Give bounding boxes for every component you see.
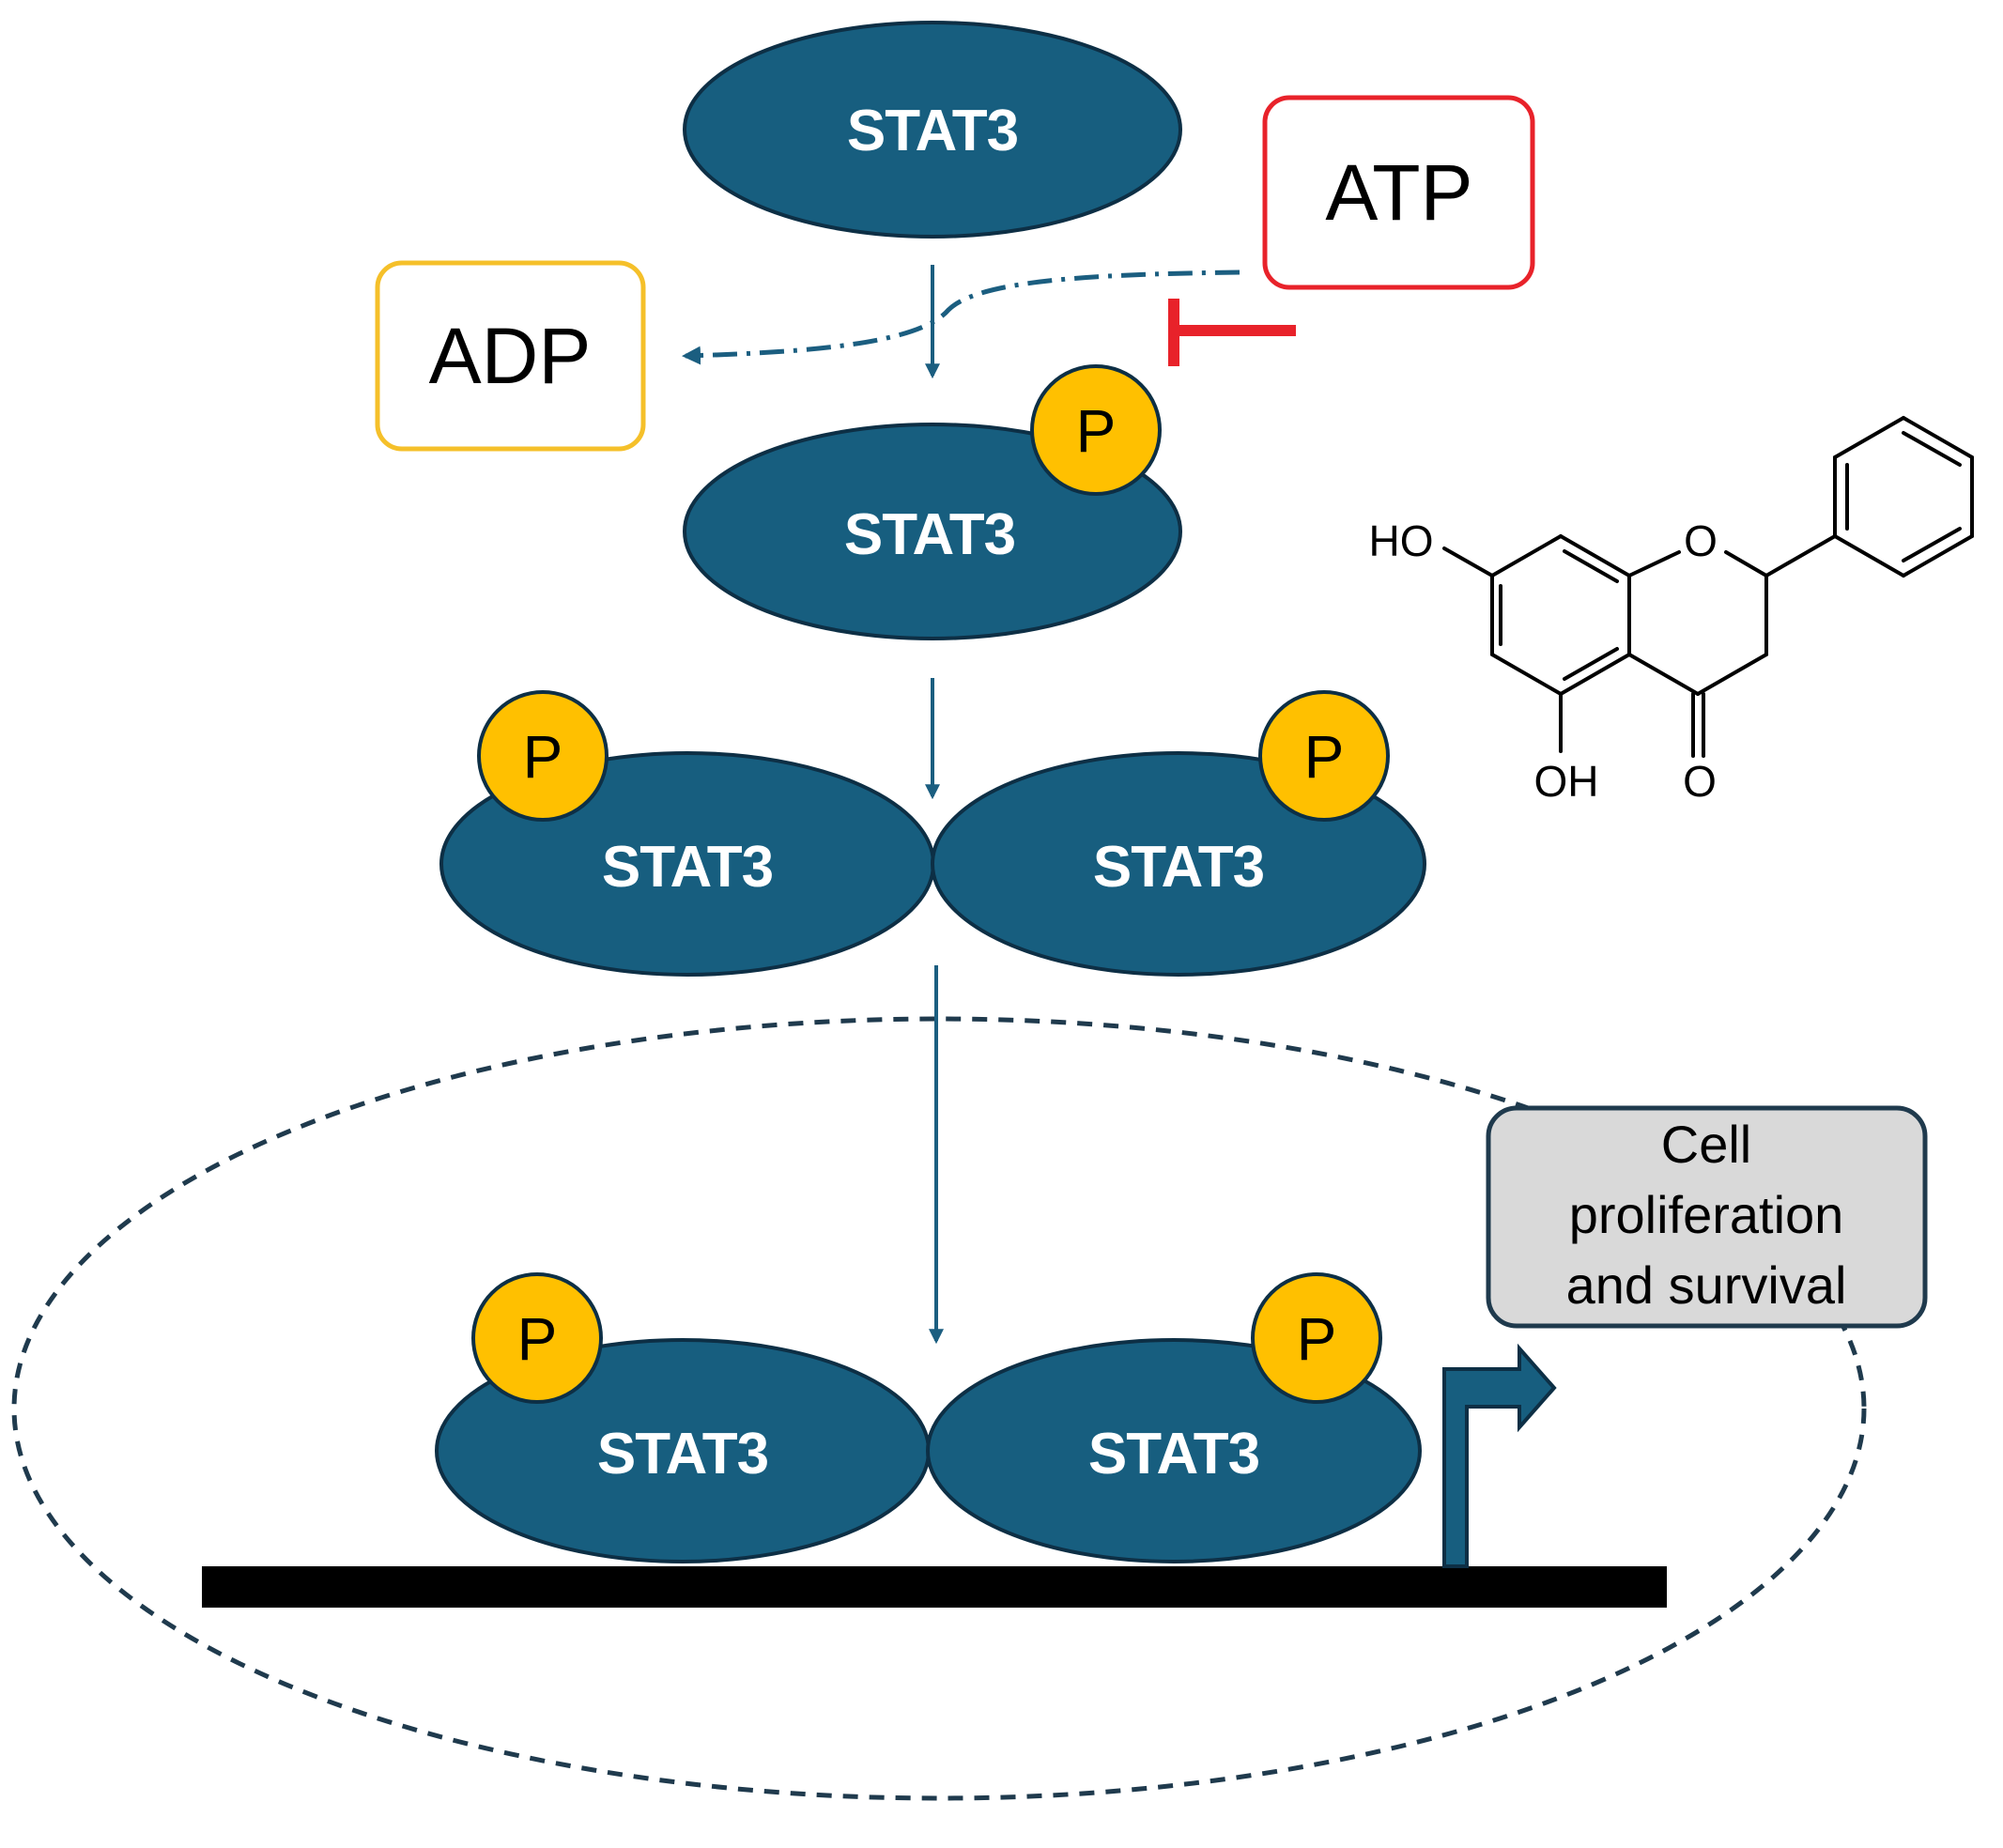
nucleus-boundary [11, 1016, 1867, 1801]
phosphate-label: P [1304, 723, 1345, 791]
outcome-line-1: Cell [1661, 1115, 1751, 1174]
phosphate-badge [1030, 364, 1162, 496]
phosphorylated-stat3: STAT3 P [683, 364, 1182, 640]
compound-structure [1442, 416, 1974, 758]
phosphate-label: P [1297, 1305, 1337, 1373]
outcome-line-3: and survival [1566, 1255, 1847, 1315]
stat3-label: STAT3 [602, 835, 773, 900]
phosphate-badge [1258, 690, 1390, 822]
inhibition-symbol [1168, 299, 1296, 366]
stat3-monomer: STAT3 [683, 21, 1182, 239]
stat3-dimer-nucleus: STAT3 STAT3 P P [435, 1272, 1422, 1563]
stat3-label: STAT3 [1093, 835, 1264, 900]
hydroxyl-top-label: HO [1369, 516, 1434, 565]
stat3-dimer-cytoplasm: STAT3 STAT3 P P [439, 690, 1426, 977]
adp-label: ADP [429, 312, 592, 400]
outcome-line-2: proliferation [1569, 1185, 1844, 1244]
dna-strand [202, 1566, 1667, 1608]
phosphate-badge [471, 1272, 603, 1404]
phosphate-badge [477, 690, 609, 822]
atp-box: ATP [1262, 95, 1535, 290]
stat3-label: STAT3 [844, 502, 1015, 567]
carbonyl-oxygen-label: O [1683, 757, 1717, 806]
adp-box: ADP [375, 260, 646, 452]
outcome-box: Cell proliferation and survival [1486, 1105, 1928, 1329]
stat3-label: STAT3 [597, 1422, 768, 1486]
phosphate-label: P [523, 723, 563, 791]
phosphate-label: P [1076, 397, 1117, 465]
stat3-label: STAT3 [1088, 1422, 1259, 1486]
transcription-arrow [1442, 1343, 1557, 1568]
stat3-label: STAT3 [847, 99, 1018, 163]
phosphate-label: P [517, 1305, 558, 1373]
hydroxyl-bottom-label: OH [1534, 757, 1599, 806]
atp-label: ATP [1325, 148, 1472, 237]
atp-to-adp-arrow [682, 270, 1240, 365]
phosphate-badge [1251, 1272, 1382, 1404]
ring-oxygen-label: O [1684, 516, 1718, 565]
